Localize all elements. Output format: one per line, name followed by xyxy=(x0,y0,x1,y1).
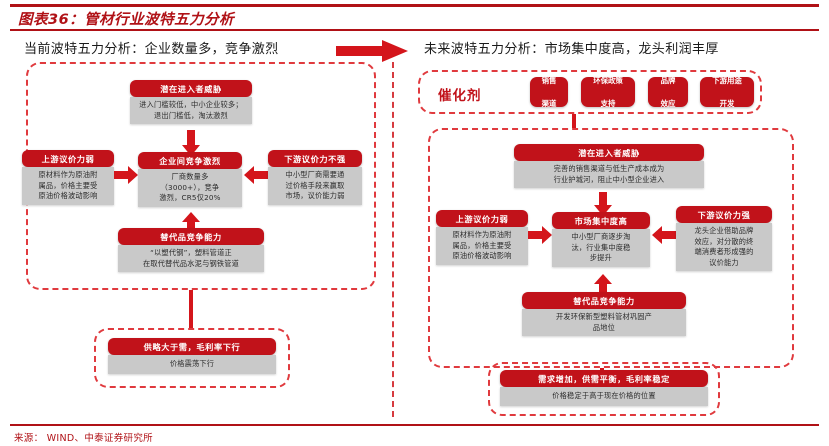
left-node-entrants-title: 潜在进入者威胁 xyxy=(130,80,252,98)
source-note: 来源： WIND、中泰证券研究所 xyxy=(14,433,153,444)
catalyst-label: 催化剂 xyxy=(438,88,482,104)
right-conclusion-frame xyxy=(488,362,720,416)
right-five-forces-frame xyxy=(428,128,794,368)
right-arrow-substitutes-to-rivalry xyxy=(594,274,612,298)
left-arrow-entrants-to-rivalry xyxy=(182,130,200,156)
right-node-substitutes: 替代品竞争能力 开发环保新型塑料管材巩固产 品地位 xyxy=(522,292,686,337)
left-node-suppliers-title: 上游议价力弱 xyxy=(22,150,114,168)
catalyst-item-2[interactable]: 品牌 效应 xyxy=(648,76,688,108)
left-node-conclusion-title: 供略大于需，毛利率下行 xyxy=(108,338,276,356)
right-node-conclusion: 需求增加，供需平衡，毛利率稳定 价格稳定于高于现在价格的位置 xyxy=(500,370,708,406)
left-node-entrants-body: 进入门槛较低，中小企业较多； 退出门槛低，淘汰激烈 xyxy=(130,97,252,125)
right-node-entrants-body: 完善的销售渠道与低生产成本成为 行业护城河，阻止中小型企业进入 xyxy=(514,161,704,189)
right-node-rivalry-title: 市场集中度高 xyxy=(552,212,650,230)
transition-arrow-icon xyxy=(336,40,408,62)
left-arrow-substitutes-to-rivalry xyxy=(182,212,200,236)
right-node-suppliers-title: 上游议价力弱 xyxy=(436,210,528,228)
left-node-conclusion-body: 价格震荡下行 xyxy=(108,355,276,374)
right-node-rivalry-body: 中小型厂商逐步淘 汰，行业集中度稳 步提升 xyxy=(552,229,650,267)
right-node-entrants-title: 潜在进入者威胁 xyxy=(514,144,704,162)
left-node-buyers-body: 中小型厂商需要通 过价格手段来赢取 市场，议价能力弱 xyxy=(268,167,362,205)
right-node-suppliers: 上游议价力弱 原材料作为原油附 属品，价格主要受 原油价格波动影响 xyxy=(436,210,528,265)
left-node-substitutes: 替代品竞争能力 “以塑代钢”，塑料管道正 在取代替代品水泥与钢铁管道 xyxy=(118,228,264,273)
left-node-rivalry-body: 厂商数量多 （3000+），竞争 激烈，CR5仅20% xyxy=(138,169,242,207)
bottom-divider-rule xyxy=(10,424,819,426)
right-panel: 催化剂 销售 渠道 环保政策 支持 品牌 效应 下游用途 开发 xyxy=(404,62,819,420)
catalyst-item-3-line1: 下游用途 xyxy=(712,76,742,86)
catalyst-item-2-line2: 效应 xyxy=(660,98,676,108)
left-arrow-buyers-to-rivalry xyxy=(244,166,268,184)
left-node-buyers: 下游议价力不强 中小型厂商需要通 过价格手段来赢取 市场，议价能力弱 xyxy=(268,150,362,205)
left-node-substitutes-body: “以塑代钢”，塑料管道正 在取代替代品水泥与钢铁管道 xyxy=(118,245,264,273)
left-node-substitutes-title: 替代品竞争能力 xyxy=(118,228,264,246)
catalyst-item-0-line2: 渠道 xyxy=(541,98,557,108)
catalyst-item-1[interactable]: 环保政策 支持 xyxy=(581,76,635,108)
right-arrow-buyers-to-rivalry xyxy=(652,226,676,244)
catalyst-item-1-line2: 支持 xyxy=(600,98,616,108)
left-node-suppliers-body: 原材料作为原油附 属品，价格主要受 原油价格波动影响 xyxy=(22,167,114,205)
right-node-entrants: 潜在进入者威胁 完善的销售渠道与低生产成本成为 行业护城河，阻止中小型企业进入 xyxy=(514,144,704,189)
right-node-buyers-body: 龙头企业借助品牌 效应，对分散的终 端消费者形成强的 议价能力 xyxy=(676,223,772,271)
catalyst-item-3-line2: 开发 xyxy=(719,98,735,108)
left-panel-heading: 当前波特五力分析：企业数量多，竞争激烈 xyxy=(24,42,279,57)
right-arrow-entrants-to-rivalry xyxy=(594,192,612,216)
panel-divider xyxy=(392,62,394,417)
left-node-entrants: 潜在进入者威胁 进入门槛较低，中小企业较多； 退出门槛低，淘汰激烈 xyxy=(130,80,252,125)
right-node-suppliers-body: 原材料作为原油附 属品，价格主要受 原油价格波动影响 xyxy=(436,227,528,265)
catalyst-connector xyxy=(572,114,576,128)
right-node-rivalry: 市场集中度高 中小型厂商逐步淘 汰，行业集中度稳 步提升 xyxy=(552,212,650,267)
right-node-conclusion-title: 需求增加，供需平衡，毛利率稳定 xyxy=(500,370,708,388)
catalyst-item-0[interactable]: 销售 渠道 xyxy=(530,76,568,108)
catalyst-item-2-line1: 品牌 xyxy=(660,76,676,86)
right-node-conclusion-body: 价格稳定于高于现在价格的位置 xyxy=(500,387,708,406)
right-panel-heading: 未来波特五力分析：市场集中度高，龙头利润丰厚 xyxy=(424,42,719,57)
right-node-substitutes-title: 替代品竞争能力 xyxy=(522,292,686,310)
catalyst-frame xyxy=(418,70,762,114)
left-conclusion-frame xyxy=(94,328,290,388)
right-arrow-suppliers-to-rivalry xyxy=(528,226,552,244)
right-node-substitutes-body: 开发环保新型塑料管材巩固产 品地位 xyxy=(522,309,686,337)
title-underline-rule xyxy=(10,29,819,31)
left-node-suppliers: 上游议价力弱 原材料作为原油附 属品，价格主要受 原油价格波动影响 xyxy=(22,150,114,205)
left-panel: 潜在进入者威胁 进入门槛较低，中小企业较多； 退出门槛低，淘汰激烈 上游议价力弱… xyxy=(10,62,388,420)
figure-title: 图表36：管材行业波特五力分析 xyxy=(18,12,235,28)
left-node-conclusion: 供略大于需，毛利率下行 价格震荡下行 xyxy=(108,338,276,374)
catalyst-item-1-line1: 环保政策 xyxy=(593,76,623,86)
left-node-rivalry: 企业间竞争激烈 厂商数量多 （3000+），竞争 激烈，CR5仅20% xyxy=(138,152,242,207)
top-divider-rule xyxy=(10,4,819,7)
catalyst-item-3[interactable]: 下游用途 开发 xyxy=(700,76,754,108)
left-node-buyers-title: 下游议价力不强 xyxy=(268,150,362,168)
left-arrow-suppliers-to-rivalry xyxy=(114,166,138,184)
left-arrow-to-conclusion xyxy=(189,290,193,328)
catalyst-item-0-line1: 销售 xyxy=(541,76,557,86)
right-node-buyers-title: 下游议价力强 xyxy=(676,206,772,224)
left-node-rivalry-title: 企业间竞争激烈 xyxy=(138,152,242,170)
right-node-buyers: 下游议价力强 龙头企业借助品牌 效应，对分散的终 端消费者形成强的 议价能力 xyxy=(676,206,772,271)
